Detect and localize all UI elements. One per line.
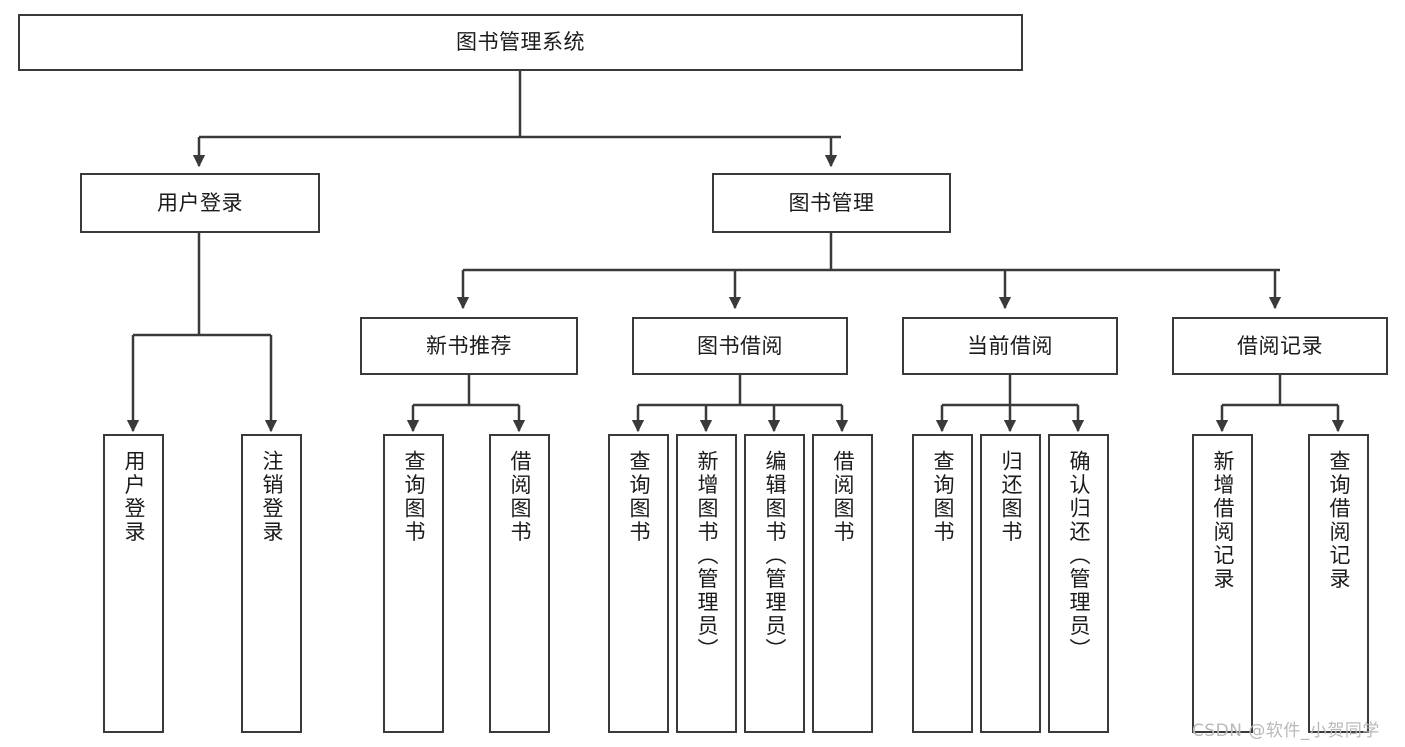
- node-current-borrow-label: 当前借阅: [967, 333, 1053, 358]
- node-leaf-query-book-label: 查询图书: [627, 450, 651, 544]
- node-leaf-return-book-label: 归还图书: [999, 450, 1023, 544]
- node-leaf-user-login[interactable]: 用户登录: [103, 434, 164, 733]
- node-leaf-add-book-admin[interactable]: 新增图书（管理员）: [676, 434, 737, 733]
- node-leaf-user-logout[interactable]: 注销登录: [241, 434, 302, 733]
- node-leaf-confirm-return-admin[interactable]: 确认归还（管理员）: [1048, 434, 1109, 733]
- node-leaf-add-borrow-record[interactable]: 新增借阅记录: [1192, 434, 1253, 733]
- node-user-login[interactable]: 用户登录: [80, 173, 320, 233]
- node-leaf-confirm-return-admin-label: 确认归还（管理员）: [1067, 450, 1091, 662]
- node-leaf-add-borrow-record-label: 新增借阅记录: [1211, 450, 1235, 591]
- node-leaf-query-borrow-record-label: 查询借阅记录: [1327, 450, 1351, 591]
- node-current-borrow[interactable]: 当前借阅: [902, 317, 1118, 375]
- node-leaf-borrow-book-recommend-label: 借阅图书: [508, 450, 532, 544]
- node-leaf-user-login-label: 用户登录: [122, 450, 146, 544]
- node-book-borrow[interactable]: 图书借阅: [632, 317, 848, 375]
- node-leaf-borrow-book-recommend[interactable]: 借阅图书: [489, 434, 550, 733]
- node-book-borrow-label: 图书借阅: [697, 333, 783, 358]
- csdn-watermark: CSDN @软件_小贺同学: [1192, 721, 1380, 741]
- node-new-book-recommend[interactable]: 新书推荐: [360, 317, 578, 375]
- node-leaf-user-logout-label: 注销登录: [260, 450, 284, 544]
- node-borrow-record[interactable]: 借阅记录: [1172, 317, 1388, 375]
- node-leaf-borrow-book[interactable]: 借阅图书: [812, 434, 873, 733]
- node-leaf-query-book-recommend[interactable]: 查询图书: [383, 434, 444, 733]
- node-leaf-query-book[interactable]: 查询图书: [608, 434, 669, 733]
- node-leaf-borrow-book-label: 借阅图书: [831, 450, 855, 544]
- node-leaf-query-book-current[interactable]: 查询图书: [912, 434, 973, 733]
- node-book-manage[interactable]: 图书管理: [712, 173, 951, 233]
- node-new-book-recommend-label: 新书推荐: [426, 333, 512, 358]
- node-leaf-edit-book-admin[interactable]: 编辑图书（管理员）: [744, 434, 805, 733]
- node-leaf-edit-book-admin-label: 编辑图书（管理员）: [763, 450, 787, 662]
- node-borrow-record-label: 借阅记录: [1237, 333, 1323, 358]
- node-leaf-query-book-recommend-label: 查询图书: [402, 450, 426, 544]
- node-root-system[interactable]: 图书管理系统: [18, 14, 1023, 71]
- node-leaf-return-book[interactable]: 归还图书: [980, 434, 1041, 733]
- node-leaf-query-book-current-label: 查询图书: [931, 450, 955, 544]
- node-leaf-add-book-admin-label: 新增图书（管理员）: [695, 450, 719, 662]
- node-leaf-query-borrow-record[interactable]: 查询借阅记录: [1308, 434, 1369, 733]
- node-root-system-label: 图书管理系统: [456, 30, 585, 55]
- node-user-login-label: 用户登录: [157, 190, 243, 215]
- node-book-manage-label: 图书管理: [788, 190, 875, 215]
